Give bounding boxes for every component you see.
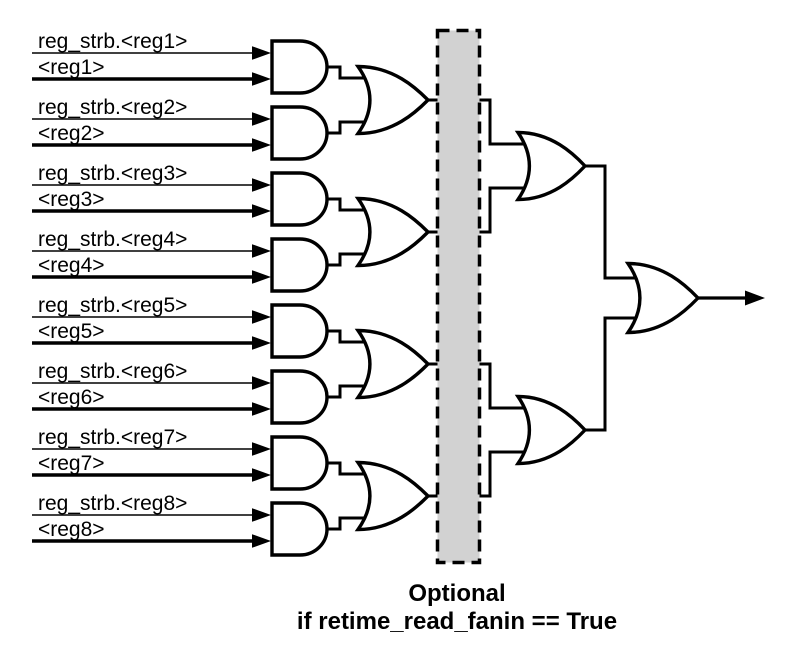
and-gate bbox=[270, 39, 329, 95]
and-gate bbox=[270, 369, 329, 425]
strobe-input-label: reg_strb.<reg2> bbox=[38, 96, 187, 119]
and-to-or-wire bbox=[327, 384, 371, 399]
and-to-or-wire bbox=[327, 329, 371, 344]
input-arrowhead bbox=[252, 204, 271, 218]
strobe-input-label: reg_strb.<reg8> bbox=[38, 492, 187, 515]
input-arrowhead bbox=[252, 244, 271, 258]
reg-input-label: <reg7> bbox=[38, 452, 105, 475]
and-gate bbox=[270, 435, 329, 491]
strobe-input-label: reg_strb.<reg4> bbox=[38, 228, 187, 251]
caption-optional: Optional bbox=[408, 580, 505, 607]
strobe-input-label: reg_strb.<reg7> bbox=[38, 426, 187, 449]
or-gate-stage3 bbox=[514, 394, 588, 466]
or-gate-stage2 bbox=[354, 196, 431, 268]
and-gate bbox=[270, 303, 329, 359]
input-arrowhead bbox=[252, 508, 271, 522]
reg-input-label: <reg4> bbox=[38, 254, 105, 277]
and-to-or-wire bbox=[327, 120, 371, 135]
or-gate-stage2 bbox=[354, 328, 431, 400]
input-arrowhead bbox=[252, 46, 271, 60]
stage3-output-wire bbox=[585, 316, 641, 432]
input-arrowhead bbox=[252, 310, 271, 324]
input-arrowhead bbox=[252, 402, 271, 416]
gates-layer bbox=[270, 39, 701, 557]
reg-input-label: <reg8> bbox=[38, 518, 105, 541]
or-gate-stage3 bbox=[514, 130, 588, 202]
stage3-output-wire bbox=[585, 164, 641, 280]
and-to-or-wire bbox=[327, 197, 371, 212]
input-arrowhead bbox=[252, 270, 271, 284]
reg-input-label: <reg5> bbox=[38, 320, 105, 343]
and-gate bbox=[270, 501, 329, 557]
and-gate bbox=[270, 237, 329, 293]
optional-region-box bbox=[435, 28, 482, 565]
strobe-input-label: reg_strb.<reg5> bbox=[38, 294, 187, 317]
strobe-input-label: reg_strb.<reg1> bbox=[38, 30, 187, 53]
and-to-or-wire bbox=[327, 461, 371, 476]
labels-layer: reg_strb.<reg1> <reg1> reg_strb.<reg2> <reg… bbox=[38, 30, 187, 541]
output-arrowhead bbox=[745, 290, 765, 306]
reg-input-label: <reg3> bbox=[38, 188, 105, 211]
wires-layer bbox=[32, 46, 765, 548]
input-arrowhead bbox=[252, 72, 271, 86]
input-arrowhead bbox=[252, 138, 271, 152]
and-to-or-wire bbox=[327, 516, 371, 531]
or-gate-stage2 bbox=[354, 460, 431, 532]
input-arrowhead bbox=[252, 336, 271, 350]
input-arrowhead bbox=[252, 468, 271, 482]
and-to-or-wire bbox=[327, 252, 371, 267]
and-to-or-wire bbox=[327, 65, 371, 80]
reg-input-label: <reg6> bbox=[38, 386, 105, 409]
input-arrowhead bbox=[252, 534, 271, 548]
input-arrowhead bbox=[252, 112, 271, 126]
reg-input-label: <reg2> bbox=[38, 122, 105, 145]
strobe-input-label: reg_strb.<reg3> bbox=[38, 162, 187, 185]
strobe-input-label: reg_strb.<reg6> bbox=[38, 360, 187, 383]
input-arrowhead bbox=[252, 376, 271, 390]
and-gate bbox=[270, 105, 329, 161]
reg-input-label: <reg1> bbox=[38, 56, 105, 79]
or-gate-final bbox=[624, 261, 701, 335]
input-arrowhead bbox=[252, 442, 271, 456]
or-gate-stage2 bbox=[354, 64, 431, 136]
caption-condition: if retime_read_fanin == True bbox=[297, 608, 617, 635]
input-arrowhead bbox=[252, 178, 271, 192]
and-gate bbox=[270, 171, 329, 227]
